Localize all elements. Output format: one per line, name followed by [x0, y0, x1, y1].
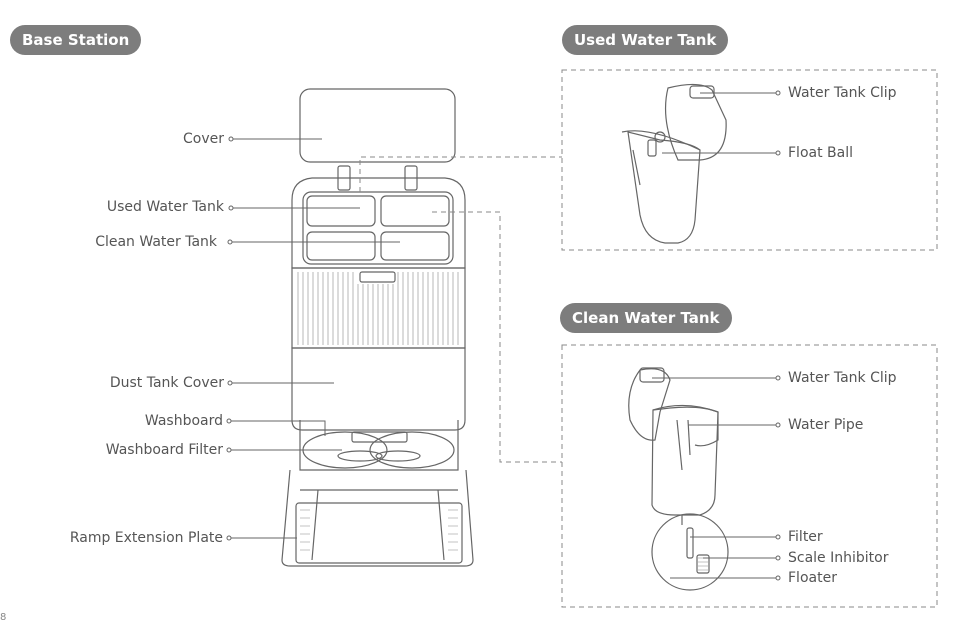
label-scale-inhibitor: Scale Inhibitor [788, 550, 889, 566]
used-water-tank-drawing [621, 83, 727, 244]
ramp-extension-plate-shape [295, 502, 463, 564]
label-float-ball: Float Ball [788, 145, 853, 161]
label-clean-water-tank-clip: Water Tank Clip [788, 370, 897, 386]
label-dust-tank-cover: Dust Tank Cover [109, 375, 224, 391]
dust-tank-cover-shape [291, 347, 466, 431]
used-water-tank-shape [306, 195, 376, 227]
label-clean-water-tank: Clean Water Tank [95, 234, 217, 250]
label-ramp-extension-plate: Ramp Extension Plate [69, 530, 223, 546]
label-washboard: Washboard [144, 413, 223, 429]
page-number: 8 [0, 612, 7, 623]
cover-shape [299, 88, 456, 163]
label-used-water-tank-clip: Water Tank Clip [788, 85, 897, 101]
used-water-tank-title: Used Water Tank [562, 25, 729, 55]
top-body-shape [291, 177, 466, 269]
base-station-title: Base Station [10, 25, 142, 55]
label-used-water-tank: Used Water Tank [106, 199, 224, 215]
label-floater: Floater [788, 570, 837, 586]
label-filter: Filter [788, 529, 823, 545]
clean-water-tank-drawing [628, 367, 729, 591]
label-cover: Cover [183, 131, 224, 147]
label-water-pipe: Water Pipe [788, 417, 864, 433]
clean-water-tank-shape [306, 231, 376, 261]
clean-water-tank-title: Clean Water Tank [560, 303, 732, 333]
clean-water-tank-box [561, 344, 938, 608]
used-water-tank-box [561, 69, 938, 251]
label-washboard-filter: Washboard Filter [105, 442, 223, 458]
